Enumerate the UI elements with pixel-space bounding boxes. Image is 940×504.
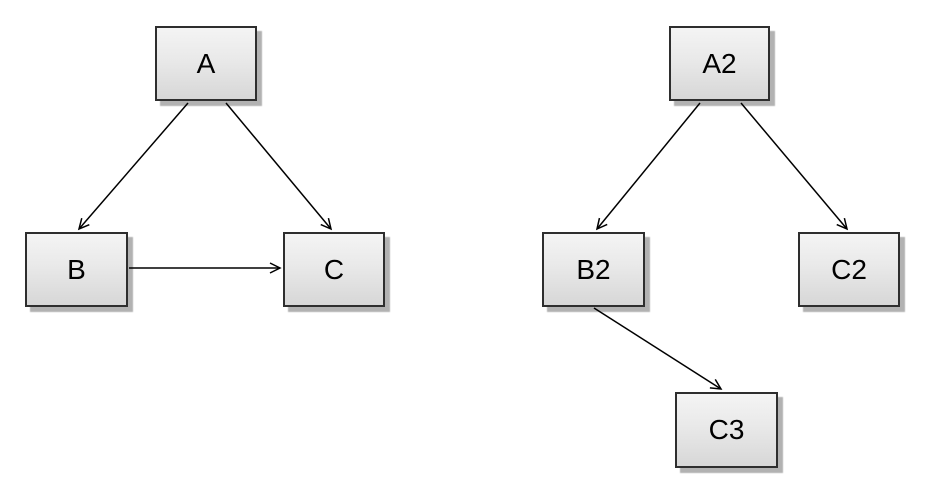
node-B2[interactable]: B2 (542, 232, 645, 307)
node-C[interactable]: C (283, 232, 385, 307)
edge-A-B (77, 102, 189, 231)
node-label: A (196, 47, 216, 79)
node-A[interactable]: A (155, 26, 257, 101)
node-C2[interactable]: C2 (798, 232, 900, 307)
node-label: B (67, 253, 86, 285)
node-A2[interactable]: A2 (669, 26, 770, 101)
node-C3[interactable]: C3 (675, 392, 778, 468)
edge-A2-C2 (740, 102, 849, 231)
edge-A2-B2 (595, 102, 701, 231)
node-label: A2 (702, 47, 737, 79)
edge-B2-C3 (593, 307, 723, 390)
node-label: B2 (576, 253, 611, 285)
node-B[interactable]: B (25, 232, 128, 307)
edge-A-C (225, 102, 333, 231)
node-label: C (323, 253, 345, 285)
node-label: C3 (708, 414, 745, 445)
node-label: C2 (831, 253, 867, 285)
